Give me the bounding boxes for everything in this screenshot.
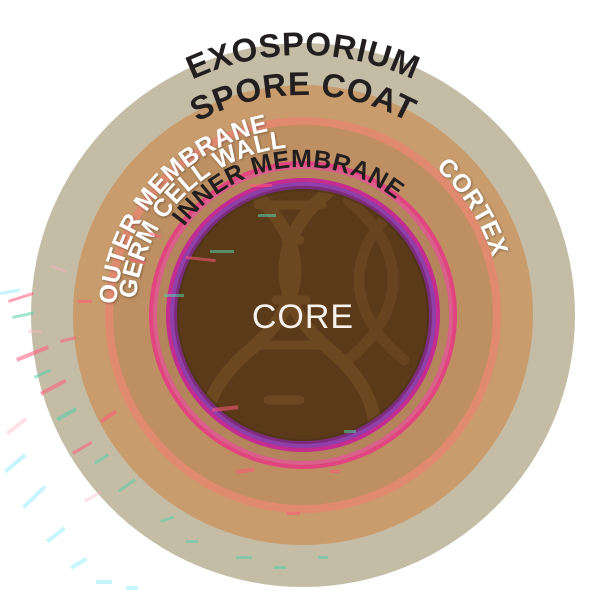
- core-rim: [177, 189, 429, 441]
- label-core: CORE: [252, 298, 354, 336]
- dna-double-helix-icon: [198, 189, 410, 441]
- compression-artifacts: [0, 184, 356, 590]
